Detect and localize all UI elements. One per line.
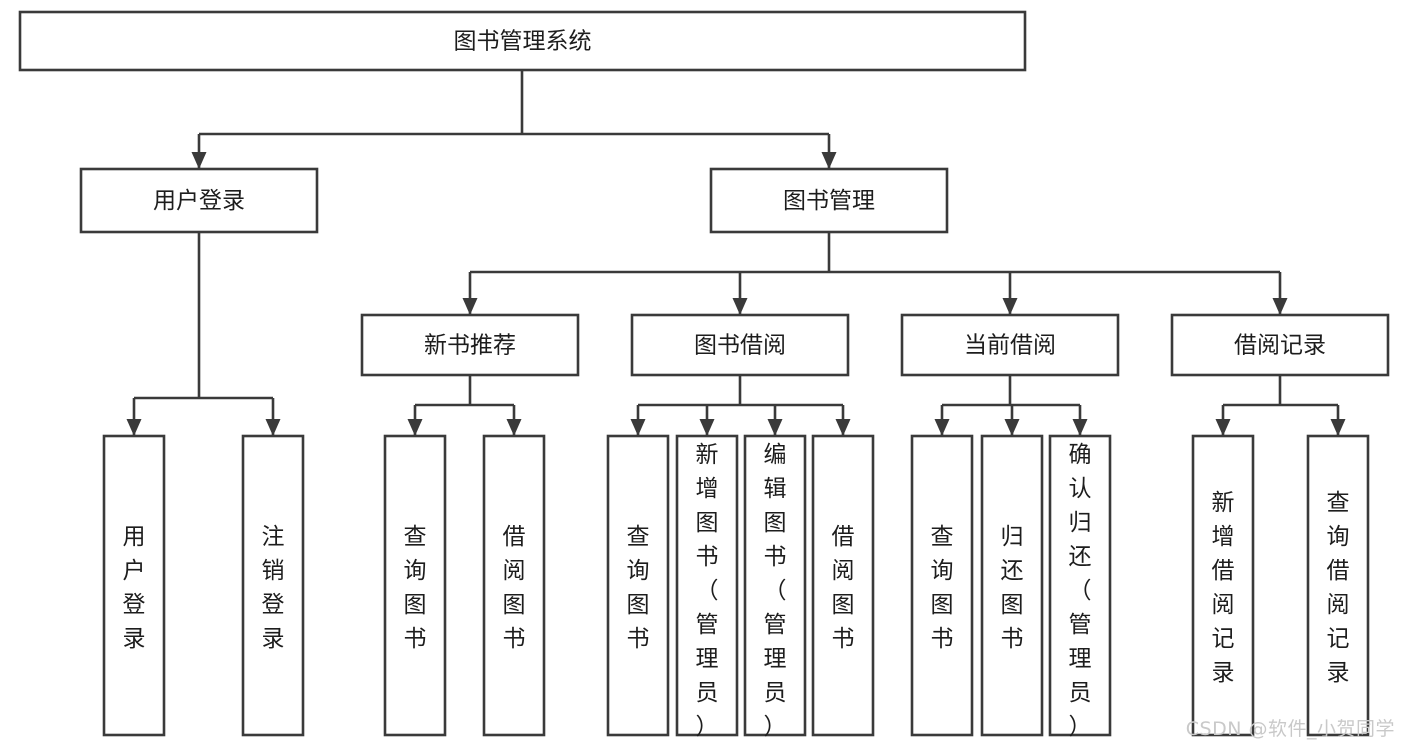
node-box-leaf-query-borrow-record[interactable] [1306,434,1370,737]
connector-arrow-icon [732,298,748,315]
node-box-user-login[interactable] [79,167,319,234]
nodes-layer: 图书管理系统用户登录图书管理新书推荐图书借阅当前借阅借阅记录用户登录注销登录查询… [18,10,1390,740]
connector-arrow-icon [462,298,478,315]
node-label-leaf-user-logout: 注销登录 [262,524,285,652]
connector-group-root-to-level2 [191,70,837,169]
node-box-leaf-user-logout[interactable] [241,434,305,737]
node-current-borrow[interactable]: 当前借阅 [900,313,1120,377]
node-leaf-add-book-admin[interactable]: 新增图书（管理员） [675,434,739,740]
connector-arrow-icon [407,419,423,436]
node-book-management[interactable]: 图书管理 [709,167,949,234]
node-box-new-book-recommend[interactable] [360,313,580,377]
connector-arrow-icon [126,419,142,436]
connector-arrow-icon [699,419,715,436]
node-box-borrow-records[interactable] [1170,313,1390,377]
node-new-book-recommend[interactable]: 新书推荐 [360,313,580,377]
connector-group-borrow-records-to-leaves [1215,375,1346,436]
node-box-leaf-edit-book-admin[interactable] [743,434,807,737]
node-label-leaf-user-login: 用户登录 [123,524,146,652]
connector-arrow-icon [821,152,837,169]
node-box-current-borrow[interactable] [900,313,1120,377]
node-label-leaf-query-borrow-record: 查询借阅记录 [1327,490,1350,686]
node-leaf-query-books-borrow[interactable]: 查询图书 [606,434,670,737]
node-leaf-return-books[interactable]: 归还图书 [980,434,1044,737]
connector-group-new-book-recommend-to-leaves [407,375,522,436]
node-leaf-user-logout[interactable]: 注销登录 [241,434,305,737]
node-label-book-management: 图书管理 [783,188,875,214]
node-label-leaf-query-books-borrow: 查询图书 [627,524,650,652]
connector-group-user-login-to-leaves [126,232,281,436]
node-box-leaf-add-book-admin[interactable] [675,434,739,737]
node-label-leaf-edit-book-admin: 编辑图书（管理员） [764,442,787,740]
node-leaf-add-borrow-record[interactable]: 新增借阅记录 [1191,434,1255,737]
node-box-leaf-user-login[interactable] [102,434,166,737]
node-box-root[interactable] [18,10,1027,72]
node-leaf-borrow-books-rec[interactable]: 借阅图书 [482,434,546,737]
node-label-root: 图书管理系统 [454,29,592,55]
connector-arrow-icon [265,419,281,436]
node-leaf-query-borrow-record[interactable]: 查询借阅记录 [1306,434,1370,737]
node-box-leaf-query-books-borrow[interactable] [606,434,670,737]
connector-arrow-icon [1330,419,1346,436]
node-leaf-borrow-books-borrow[interactable]: 借阅图书 [811,434,875,737]
node-label-leaf-return-books: 归还图书 [1001,524,1024,652]
node-borrow-records[interactable]: 借阅记录 [1170,313,1390,377]
node-label-user-login: 用户登录 [153,188,245,214]
node-label-leaf-add-borrow-record: 新增借阅记录 [1212,490,1235,686]
connector-group-current-borrow-to-leaves [934,375,1088,436]
connector-arrow-icon [1004,419,1020,436]
node-leaf-confirm-return-admin[interactable]: 确认归还（管理员） [1048,434,1112,740]
connector-arrow-icon [506,419,522,436]
connector-arrow-icon [835,419,851,436]
connector-arrow-icon [1215,419,1231,436]
node-label-book-borrow: 图书借阅 [694,333,786,359]
node-label-leaf-query-books-current: 查询图书 [931,524,954,652]
node-box-leaf-borrow-books-borrow[interactable] [811,434,875,737]
node-box-leaf-borrow-books-rec[interactable] [482,434,546,737]
node-label-current-borrow: 当前借阅 [964,333,1056,359]
connectors-layer [126,70,1346,436]
node-box-book-borrow[interactable] [630,313,850,377]
connector-group-book-management-to-level3 [462,232,1288,315]
node-label-leaf-add-book-admin: 新增图书（管理员） [696,442,719,740]
node-user-login[interactable]: 用户登录 [79,167,319,234]
connector-arrow-icon [934,419,950,436]
connector-arrow-icon [767,419,783,436]
connector-arrow-icon [191,152,207,169]
node-label-leaf-confirm-return-admin: 确认归还（管理员） [1069,442,1092,740]
node-box-leaf-add-borrow-record[interactable] [1191,434,1255,737]
connector-arrow-icon [1072,419,1088,436]
node-book-borrow[interactable]: 图书借阅 [630,313,850,377]
node-box-leaf-query-books-current[interactable] [910,434,974,737]
connector-arrow-icon [1002,298,1018,315]
connector-group-book-borrow-to-leaves [630,375,851,436]
node-box-leaf-query-books-rec[interactable] [383,434,447,737]
node-leaf-user-login[interactable]: 用户登录 [102,434,166,737]
node-box-leaf-confirm-return-admin[interactable] [1048,434,1112,737]
node-label-leaf-borrow-books-borrow: 借阅图书 [832,524,855,652]
node-label-leaf-query-books-rec: 查询图书 [404,524,427,652]
connector-arrow-icon [1272,298,1288,315]
node-label-new-book-recommend: 新书推荐 [424,333,516,359]
connector-arrow-icon [630,419,646,436]
node-box-book-management[interactable] [709,167,949,234]
node-leaf-edit-book-admin[interactable]: 编辑图书（管理员） [743,434,807,740]
node-box-leaf-return-books[interactable] [980,434,1044,737]
node-root[interactable]: 图书管理系统 [18,10,1027,72]
node-leaf-query-books-current[interactable]: 查询图书 [910,434,974,737]
node-label-leaf-borrow-books-rec: 借阅图书 [503,524,526,652]
watermark-label: CSDN @软件_小贺同学 [1185,718,1395,740]
node-leaf-query-books-rec[interactable]: 查询图书 [383,434,447,737]
node-label-borrow-records: 借阅记录 [1234,333,1326,359]
